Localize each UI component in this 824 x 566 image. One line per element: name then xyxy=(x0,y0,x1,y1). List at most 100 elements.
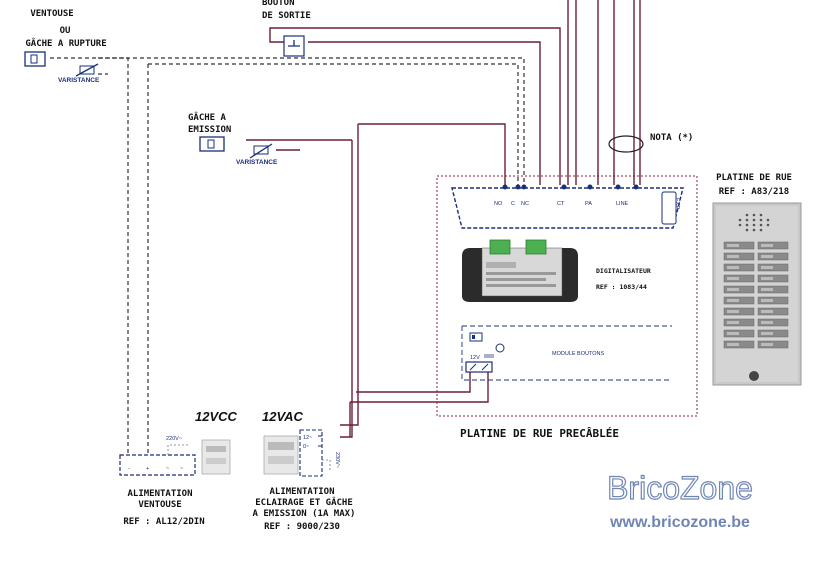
call-button-label xyxy=(727,321,739,324)
ventouse-label-3: GÂCHE A RUPTURE xyxy=(25,37,106,49)
gache-label-1: GÂCHE A xyxy=(188,111,227,123)
module-boutons: MODULE BOUTONS 12V xyxy=(461,325,672,381)
platine-rue-ref: REF : A83/218 xyxy=(719,187,789,197)
speaker-hole xyxy=(745,218,749,222)
call-button-label xyxy=(761,343,773,346)
svg-text:~: ~ xyxy=(166,466,169,472)
alim-ventouse-label-2: VENTOUSE xyxy=(138,500,181,510)
call-button-label xyxy=(727,310,739,313)
v12vcc-label: 12VCC xyxy=(195,409,238,424)
speaker-hole xyxy=(759,213,763,217)
term-c: C xyxy=(511,201,515,207)
call-button-label xyxy=(727,244,739,247)
psu-vcc-icon xyxy=(201,439,231,475)
speaker-hole xyxy=(759,218,763,222)
bouton-sortie-block: BOUTON DE SORTIE xyxy=(262,0,311,57)
alim-eclairage-block: 12VAC 12~ 0~ 230V~ ALIMENTATION ECLAIRAG… xyxy=(253,409,356,532)
call-button-label xyxy=(727,288,739,291)
call-button-label xyxy=(727,299,739,302)
alim-eclairage-label-2: ECLAIRAGE ET GÂCHE xyxy=(255,496,353,508)
transformer-icon xyxy=(263,435,299,475)
transfo-term-12: 12~ xyxy=(303,435,312,441)
alim-eclairage-label-1: ALIMENTATION xyxy=(269,487,334,497)
speaker-hole xyxy=(745,223,749,227)
term-ct: CT xyxy=(557,201,565,207)
digitalisateur-label: DIGITALISATEUR xyxy=(596,267,651,275)
speaker-hole xyxy=(738,223,742,227)
platine-rue-label: PLATINE DE RUE xyxy=(716,173,792,183)
speaker-hole xyxy=(766,223,770,227)
bouton-label-1: BOUTON xyxy=(262,0,295,8)
call-button-label xyxy=(761,255,773,258)
call-button-label xyxy=(727,255,739,258)
svg-text:+: + xyxy=(146,466,149,472)
term-pa: PA xyxy=(585,201,592,207)
button-grid xyxy=(723,241,789,349)
call-button-label xyxy=(761,332,773,335)
term-nc: NC xyxy=(521,201,529,207)
alim-eclairage-ref: REF : 9000/230 xyxy=(264,522,340,532)
v220-label: 220V~ xyxy=(166,436,182,442)
platine-precablee-frame xyxy=(436,175,698,417)
varistance-label-2: VARISTANCE xyxy=(236,159,278,166)
transfo-term-0: 0~ xyxy=(303,444,309,450)
alim-eclairage-label-3: A EMISSION (1A MAX) xyxy=(253,509,356,519)
module-boutons-label: MODULE BOUTONS xyxy=(552,351,604,357)
term-line: LINE xyxy=(616,201,629,207)
wires xyxy=(246,0,641,438)
digitalisateur-ref: REF : 1083/44 xyxy=(596,283,647,291)
gache-emission-block: GÂCHE A EMISSION VARISTANCE xyxy=(188,111,278,166)
nota-loop xyxy=(608,135,644,153)
camera-icon xyxy=(749,371,759,381)
digitalisateur-module: DIGITALISATEUR REF : 1083/44 xyxy=(462,239,651,302)
call-button-label xyxy=(761,288,773,291)
call-button-label xyxy=(761,299,773,302)
call-button-label xyxy=(727,277,739,280)
speaker-hole xyxy=(752,223,756,227)
v230-label: 230V~ xyxy=(334,452,340,468)
brand-block: BricoZone www.bricozone.be xyxy=(606,469,753,531)
platine-precablee-label: PLATINE DE RUE PRECÂBLÉE xyxy=(460,427,619,440)
svg-text:-: - xyxy=(128,466,130,472)
alim-ventouse-label-1: ALIMENTATION xyxy=(127,489,192,499)
exp-label: EXP xyxy=(674,198,680,209)
website-label: www.bricozone.be xyxy=(609,514,750,531)
brand-logo: BricoZone xyxy=(607,470,753,506)
speaker-hole xyxy=(745,213,749,217)
varistance-label-1: VARISTANCE xyxy=(58,77,100,84)
speaker-hole xyxy=(759,223,763,227)
speaker-hole xyxy=(759,228,763,232)
svg-text:~: ~ xyxy=(180,466,183,472)
alim-ventouse-block: - + ~ ~ 220V~ 12VCC ALIMENTATION VENTOUS… xyxy=(119,409,238,527)
ventouse-label-1: VENTOUSE xyxy=(30,9,73,19)
speaker-hole xyxy=(752,218,756,222)
call-button-label xyxy=(761,266,773,269)
varistance-icon-2 xyxy=(253,145,269,155)
nota-label: NOTA (*) xyxy=(650,133,693,143)
call-button-label xyxy=(761,321,773,324)
call-button-label xyxy=(761,310,773,313)
speaker-hole xyxy=(738,218,742,222)
speaker-hole xyxy=(752,213,756,217)
platine-rue-panel: PLATINE DE RUE REF : A83/218 xyxy=(712,173,802,386)
ventouse-block: VENTOUSE OU GÂCHE A RUPTURE VARISTANCE xyxy=(24,9,107,84)
term-no: NO xyxy=(494,201,503,207)
call-button-label xyxy=(727,266,739,269)
bouton-label-2: DE SORTIE xyxy=(262,11,311,21)
v12vac-label: 12VAC xyxy=(262,409,304,424)
gache-label-2: EMISSION xyxy=(188,125,231,135)
call-button-label xyxy=(761,244,773,247)
call-button-label xyxy=(727,343,739,346)
speaker-hole xyxy=(745,228,749,232)
call-button-label xyxy=(761,277,773,280)
speaker-hole xyxy=(766,218,770,222)
call-button-label xyxy=(727,332,739,335)
module-12v-label: 12V xyxy=(470,355,480,361)
dashed-wires xyxy=(50,57,525,455)
speaker-grille xyxy=(738,213,770,232)
speaker-hole xyxy=(752,228,756,232)
terminal-block: EXP NO C NC CT PA LINE xyxy=(451,184,684,229)
alim-ventouse-ref: REF : AL12/2DIN xyxy=(123,517,204,527)
